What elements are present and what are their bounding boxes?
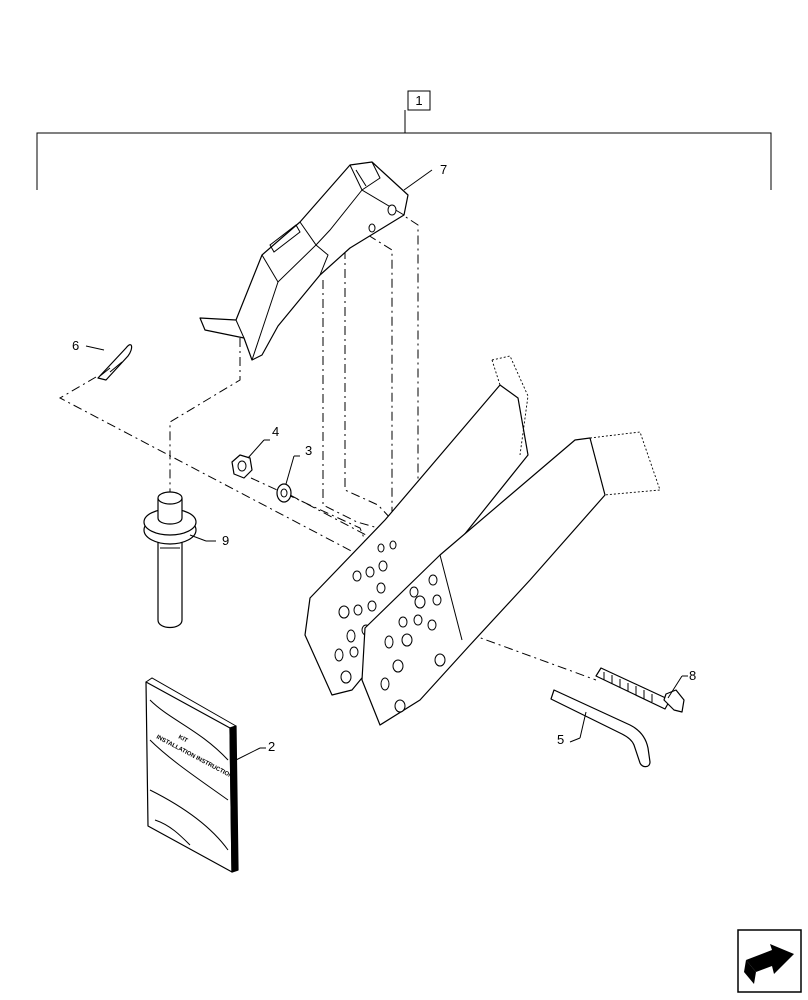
callout-3: 3 xyxy=(305,443,312,458)
rod-part: 5 xyxy=(550,689,651,768)
manual-part: KIT INSTALLATION INSTRUCTIONS 2 xyxy=(145,677,275,873)
callout-4: 4 xyxy=(272,424,279,439)
callout-9: 9 xyxy=(222,533,229,548)
pedal-pad-right xyxy=(361,431,661,726)
callout-5: 5 xyxy=(557,732,564,747)
callout-7: 7 xyxy=(440,162,447,177)
callout-1: 1 xyxy=(415,93,422,108)
assembly-bracket: 1 xyxy=(36,90,772,190)
manual-title: KIT xyxy=(177,734,189,744)
bolt-part: 8 xyxy=(595,667,696,713)
callout-6: 6 xyxy=(72,338,79,353)
washer-part: 3 xyxy=(276,443,312,503)
nut-part: 4 xyxy=(231,424,279,479)
clip-pin-part: 6 xyxy=(72,338,133,381)
callout-8: 8 xyxy=(689,668,696,683)
pin-part: 9 xyxy=(143,491,229,629)
arrow-icon[interactable] xyxy=(737,929,802,993)
callout-2: 2 xyxy=(268,739,275,754)
bracket-part: 7 xyxy=(199,161,447,361)
